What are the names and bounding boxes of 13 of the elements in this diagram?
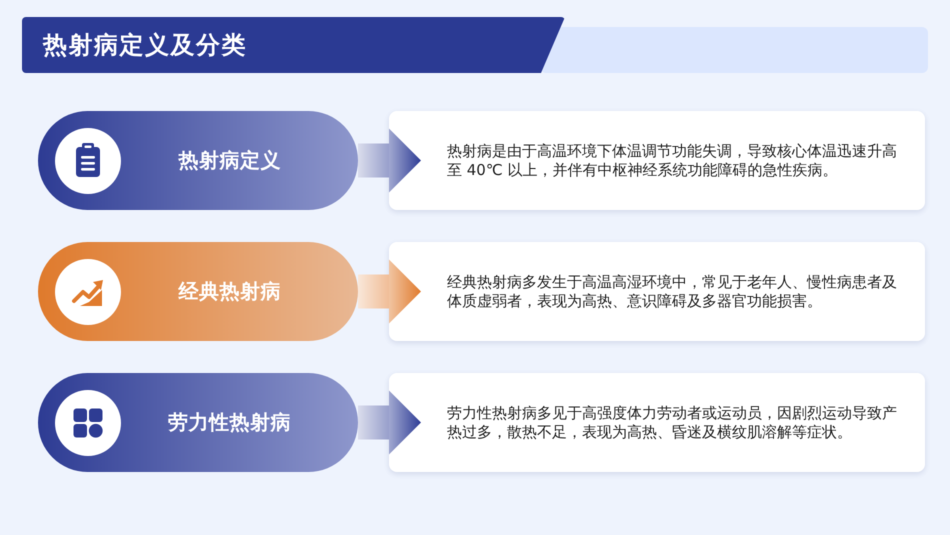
category-label: 热射病定义 xyxy=(177,147,282,174)
description-card xyxy=(389,373,925,472)
arrow-connector xyxy=(358,390,421,454)
arrow-connector xyxy=(358,128,421,192)
description-card xyxy=(389,242,925,341)
category-label: 劳力性热射病 xyxy=(167,409,292,436)
description-card xyxy=(389,111,925,210)
slide-title: 热射病定义及分类 xyxy=(43,30,247,61)
description-text: 经典热射病多发生于高温高湿环境中，常见于老年人、慢性病患者及体质虚弱者，表现为高热、意识障碍及多器官功能损害。 xyxy=(447,272,898,310)
arrow-connector xyxy=(358,260,421,324)
description-text: 热射病是由于高温环境下体温调节功能失调，导致核心体温迅速升高至 40℃ 以上，并伴有中枢神经系统功能障碍的急性疾病。 xyxy=(447,142,898,180)
description-text: 劳力性热射病多见于高强度体力劳动者或运动员，因剧烈运动导致产热过多，散热不足，表现为高热、昏迷及横纹肌溶解等症状。 xyxy=(447,404,898,442)
category-label: 经典热射病 xyxy=(177,278,282,305)
